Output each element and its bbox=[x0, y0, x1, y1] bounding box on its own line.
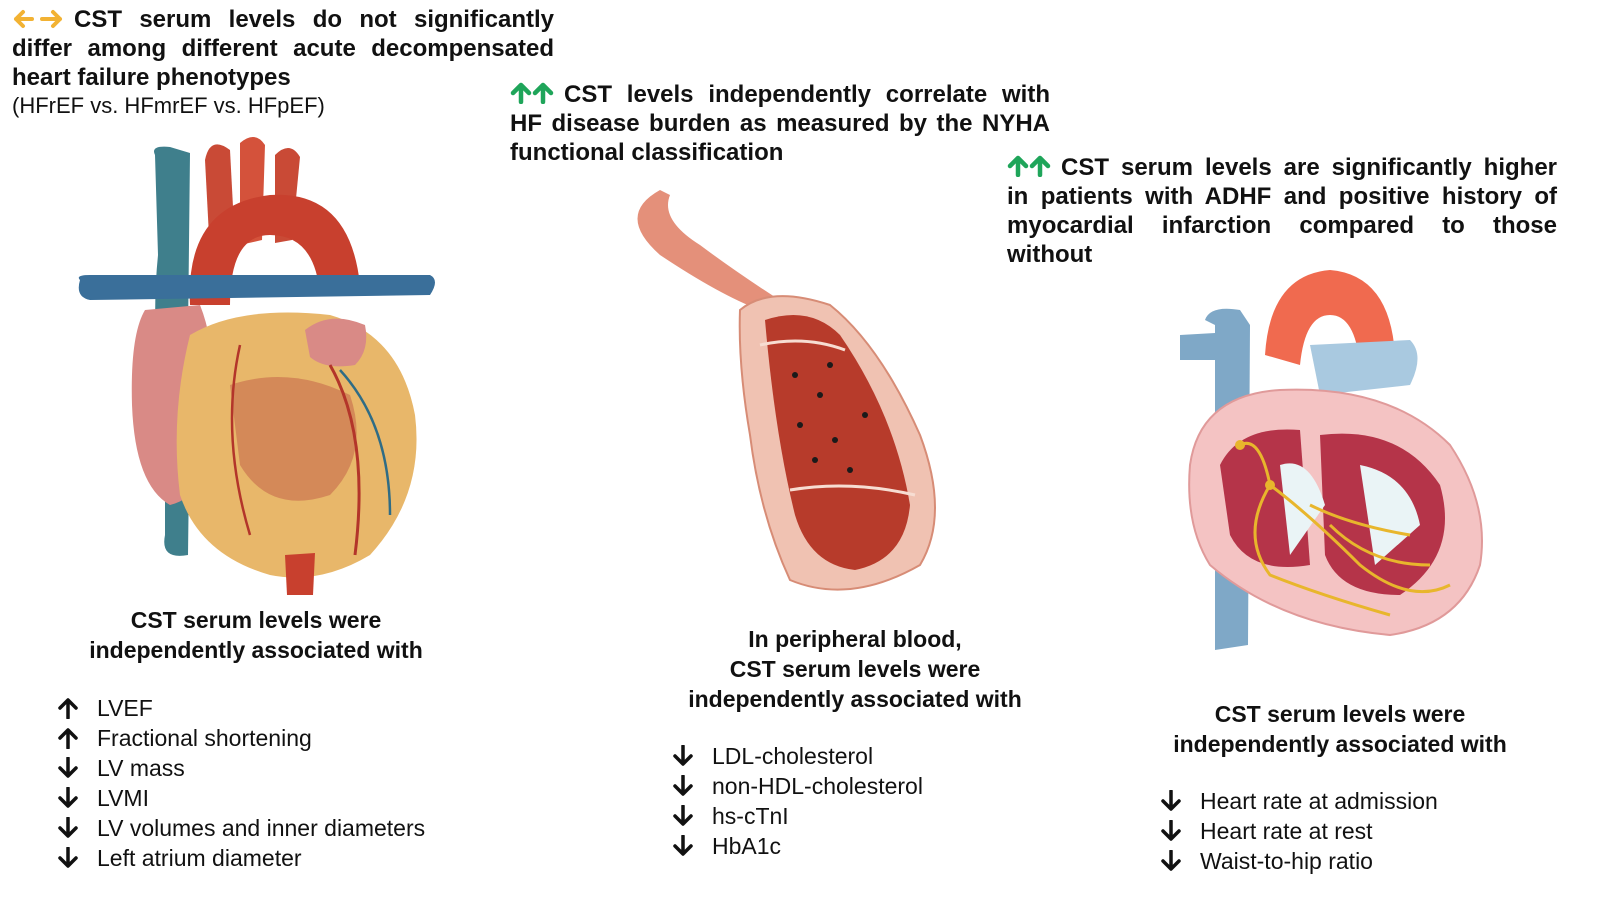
list-item-label: hs-cTnI bbox=[712, 803, 789, 829]
down-arrow-icon bbox=[55, 817, 81, 839]
list-item: LVMI bbox=[55, 783, 425, 813]
conduction-panel-heading: CST serum levels were independently asso… bbox=[1140, 699, 1540, 759]
conduction-association-list: Heart rate at admission Heart rate at re… bbox=[1158, 786, 1438, 876]
up-arrow-icon bbox=[55, 697, 81, 719]
heading-line: In peripheral blood, bbox=[748, 626, 962, 652]
heading-line: CST serum levels were bbox=[729, 656, 981, 682]
list-item: Heart rate at admission bbox=[1158, 786, 1438, 816]
blood-vessel-illustration bbox=[620, 185, 950, 605]
list-item: LV volumes and inner diameters bbox=[55, 813, 425, 843]
heading-line: independently associated with bbox=[89, 637, 423, 663]
finding-nyha: CST levels independently correlate with … bbox=[510, 80, 1050, 167]
heart-illustration bbox=[70, 135, 450, 595]
finding-text: CST serum levels are significantly highe… bbox=[1007, 154, 1557, 268]
list-item-label: LDL-cholesterol bbox=[712, 743, 874, 769]
up-arrow-icon bbox=[55, 727, 81, 749]
list-item-label: Heart rate at admission bbox=[1200, 788, 1438, 814]
down-arrow-icon bbox=[55, 847, 81, 869]
conduction-heart-illustration bbox=[1160, 265, 1500, 665]
heart-panel-heading: CST serum levels were independently asso… bbox=[56, 605, 456, 665]
list-item-label: LV mass bbox=[97, 755, 185, 781]
list-item: Heart rate at rest bbox=[1158, 816, 1438, 846]
double-up-arrow-icon bbox=[510, 82, 554, 104]
list-item-label: Heart rate at rest bbox=[1200, 818, 1373, 844]
heading-line: CST serum levels were bbox=[130, 607, 382, 633]
heart-association-list: LVEF Fractional shortening LV mass LVMI … bbox=[55, 693, 425, 873]
list-item-label: Fractional shortening bbox=[97, 725, 312, 751]
down-arrow-icon bbox=[670, 835, 696, 857]
finding-subtext: (HFrEF vs. HFmrEF vs. HFpEF) bbox=[12, 93, 325, 118]
down-arrow-icon bbox=[55, 757, 81, 779]
finding-myocardial-infarction: CST serum levels are significantly highe… bbox=[1007, 153, 1557, 269]
blood-association-list: LDL-cholesterol non-HDL-cholesterol hs-c… bbox=[670, 741, 923, 861]
finding-phenotypes: CST serum levels do not significantly di… bbox=[12, 5, 554, 120]
list-item: Waist-to-hip ratio bbox=[1158, 846, 1438, 876]
down-arrow-icon bbox=[1158, 790, 1184, 812]
finding-text: CST serum levels do not significantly di… bbox=[12, 6, 554, 91]
list-item-label: LVEF bbox=[97, 695, 153, 721]
left-right-arrow-icon bbox=[12, 9, 64, 29]
list-item: Fractional shortening bbox=[55, 723, 425, 753]
finding-text: CST levels independently correlate with … bbox=[510, 81, 1050, 166]
heading-line: independently associated with bbox=[1173, 731, 1507, 757]
down-arrow-icon bbox=[670, 775, 696, 797]
blood-panel-heading: In peripheral blood, CST serum levels we… bbox=[650, 624, 1060, 714]
list-item-label: Waist-to-hip ratio bbox=[1200, 848, 1373, 874]
list-item: HbA1c bbox=[670, 831, 923, 861]
list-item: non-HDL-cholesterol bbox=[670, 771, 923, 801]
list-item: LVEF bbox=[55, 693, 425, 723]
list-item: LDL-cholesterol bbox=[670, 741, 923, 771]
list-item-label: non-HDL-cholesterol bbox=[712, 773, 923, 799]
down-arrow-icon bbox=[670, 805, 696, 827]
list-item-label: LVMI bbox=[97, 785, 149, 811]
list-item: Left atrium diameter bbox=[55, 843, 425, 873]
list-item: LV mass bbox=[55, 753, 425, 783]
list-item-label: LV volumes and inner diameters bbox=[97, 815, 426, 841]
down-arrow-icon bbox=[1158, 850, 1184, 872]
down-arrow-icon bbox=[670, 745, 696, 767]
list-item: hs-cTnI bbox=[670, 801, 923, 831]
down-arrow-icon bbox=[1158, 820, 1184, 842]
list-item-label: Left atrium diameter bbox=[97, 845, 302, 871]
heading-line: independently associated with bbox=[688, 686, 1022, 712]
heading-line: CST serum levels were bbox=[1214, 701, 1466, 727]
list-item-label: HbA1c bbox=[712, 833, 782, 859]
double-up-arrow-icon bbox=[1007, 155, 1051, 177]
down-arrow-icon bbox=[55, 787, 81, 809]
